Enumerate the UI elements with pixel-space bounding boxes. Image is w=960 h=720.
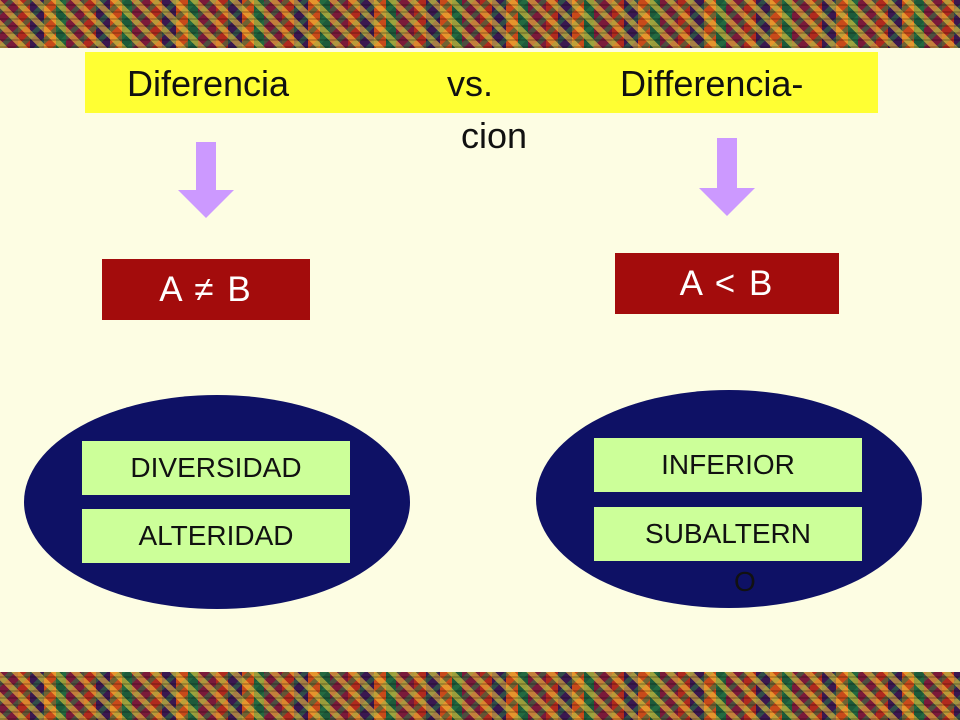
- title-right: Differencia-: [620, 63, 804, 104]
- down-arrow-icon: [178, 142, 234, 218]
- title-vs: vs.: [447, 63, 494, 104]
- title-right-continuation: cion: [461, 115, 528, 156]
- decorative-textile-band-top: [0, 0, 960, 48]
- down-arrow-icon: [699, 138, 755, 216]
- ellipse-left: [24, 395, 410, 609]
- label-subalterno: SUBALTERN: [594, 507, 862, 561]
- label-subalterno-wrap: O: [734, 566, 756, 597]
- label-inferior: INFERIOR: [594, 438, 862, 492]
- ellipse-right: [536, 390, 922, 608]
- title-left: Diferencia: [127, 63, 290, 104]
- decorative-textile-band-bottom: [0, 672, 960, 720]
- label-alteridad: ALTERIDAD: [82, 509, 350, 563]
- title-bar: [85, 52, 878, 113]
- label-diversidad: DIVERSIDAD: [82, 441, 350, 495]
- relation-box-less-than: A < B: [615, 253, 839, 314]
- relation-box-not-equal: A ≠ B: [102, 259, 310, 320]
- relation-text: A ≠ B: [159, 269, 253, 309]
- relation-text: A < B: [679, 263, 775, 303]
